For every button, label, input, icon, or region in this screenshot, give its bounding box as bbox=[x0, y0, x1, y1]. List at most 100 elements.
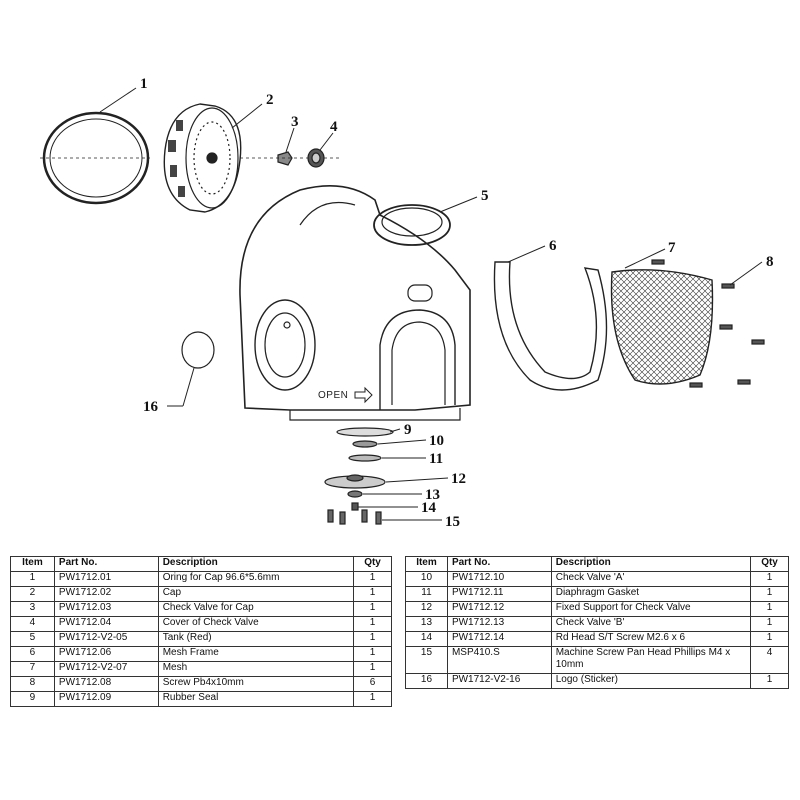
cell-description: Mesh bbox=[157, 661, 355, 677]
cell-part-no: PW1712.13 bbox=[446, 616, 552, 632]
cell-item: 15 bbox=[405, 646, 448, 674]
callout-8: 8 bbox=[766, 254, 774, 270]
cell-description: Diaphragm Gasket bbox=[550, 586, 752, 602]
cell-qty: 6 bbox=[353, 676, 392, 692]
cell-item: 4 bbox=[10, 616, 55, 632]
header-item: Item bbox=[10, 556, 55, 572]
table-header-row: Item Part No. Description Qty bbox=[10, 556, 392, 572]
callout-7: 7 bbox=[668, 240, 676, 256]
cell-part-no: PW1712-V2-16 bbox=[446, 673, 552, 689]
cell-qty: 4 bbox=[750, 646, 789, 674]
callout-9: 9 bbox=[404, 422, 412, 438]
cell-qty: 1 bbox=[750, 586, 789, 602]
callout-15: 15 bbox=[445, 514, 460, 530]
diaphragm-gasket-part bbox=[348, 454, 382, 462]
cell-description: Rd Head S/T Screw M2.6 x 6 bbox=[550, 631, 752, 647]
cell-item: 16 bbox=[405, 673, 448, 689]
callout-11: 11 bbox=[429, 451, 443, 467]
table-header-row: Item Part No. Description Qty bbox=[405, 556, 789, 572]
cell-description: Oring for Cap 96.6*5.6mm bbox=[157, 571, 355, 587]
cell-item: 5 bbox=[10, 631, 55, 647]
check-valve-a-part bbox=[352, 440, 378, 448]
cell-qty: 1 bbox=[353, 646, 392, 662]
cell-qty: 1 bbox=[750, 616, 789, 632]
cell-description: Screw Pb4x10mm bbox=[157, 676, 355, 692]
cell-qty: 1 bbox=[353, 571, 392, 587]
cell-part-no: PW1712.04 bbox=[53, 616, 159, 632]
header-description: Description bbox=[550, 556, 752, 572]
header-part-no: Part No. bbox=[446, 556, 552, 572]
callout-3: 3 bbox=[291, 114, 299, 130]
cell-qty: 1 bbox=[353, 601, 392, 617]
exploded-parts-diagram: OPEN bbox=[40, 76, 774, 530]
cell-item: 2 bbox=[10, 586, 55, 602]
leader-lines bbox=[99, 87, 763, 521]
check-valve-cover-part bbox=[307, 148, 325, 168]
cell-description: Check Valve 'A' bbox=[550, 571, 752, 587]
cell-part-no: PW1712.11 bbox=[446, 586, 552, 602]
open-label: OPEN bbox=[318, 390, 348, 401]
cell-part-no: PW1712.09 bbox=[53, 691, 159, 707]
parts-table-left: Item Part No. Description Qty 1 PW1712.01… bbox=[10, 556, 392, 707]
cell-description: Tank (Red) bbox=[157, 631, 355, 647]
cell-part-no: PW1712.01 bbox=[53, 571, 159, 587]
header-item: Item bbox=[405, 556, 448, 572]
cell-item: 10 bbox=[405, 571, 448, 587]
cell-description: Cap bbox=[157, 586, 355, 602]
cell-part-no: PW1712-V2-05 bbox=[53, 631, 159, 647]
cell-qty: 1 bbox=[750, 601, 789, 617]
fixed-support-part bbox=[324, 474, 386, 489]
cell-description: Rubber Seal bbox=[157, 691, 355, 707]
cell-part-no: PW1712.12 bbox=[446, 601, 552, 617]
cell-description: Check Valve for Cap bbox=[157, 601, 355, 617]
callout-5: 5 bbox=[481, 188, 489, 204]
callout-2: 2 bbox=[266, 92, 274, 108]
check-valve-cap-part bbox=[240, 151, 340, 166]
cell-item: 6 bbox=[10, 646, 55, 662]
mesh-part bbox=[610, 269, 714, 385]
cell-item: 11 bbox=[405, 586, 448, 602]
callout-1: 1 bbox=[140, 76, 148, 92]
check-valve-b-part bbox=[347, 490, 363, 498]
callout-6: 6 bbox=[549, 238, 557, 254]
cell-qty: 1 bbox=[750, 673, 789, 689]
cell-part-no: PW1712.10 bbox=[446, 571, 552, 587]
tank-part bbox=[239, 185, 471, 421]
cell-description: Logo (Sticker) bbox=[550, 673, 752, 689]
callout-16: 16 bbox=[143, 399, 159, 415]
cell-qty: 1 bbox=[353, 691, 392, 707]
cell-item: 8 bbox=[10, 676, 55, 692]
cell-qty: 1 bbox=[353, 661, 392, 677]
cell-part-no: MSP410.S bbox=[446, 646, 552, 674]
cell-description: Machine Screw Pan Head Phillips M4 x 10m… bbox=[550, 646, 752, 674]
cell-part-no: PW1712-V2-07 bbox=[53, 661, 159, 677]
cell-description: Check Valve 'B' bbox=[550, 616, 752, 632]
cell-description: Cover of Check Valve bbox=[157, 616, 355, 632]
oring-part bbox=[40, 111, 150, 205]
cell-qty: 1 bbox=[353, 586, 392, 602]
header-part-no: Part No. bbox=[53, 556, 159, 572]
cell-qty: 1 bbox=[750, 571, 789, 587]
cap-part bbox=[163, 103, 242, 213]
callout-12: 12 bbox=[451, 471, 466, 487]
header-description: Description bbox=[157, 556, 355, 572]
screws-pb4x10 bbox=[651, 259, 765, 388]
cell-description: Fixed Support for Check Valve bbox=[550, 601, 752, 617]
cell-part-no: PW1712.08 bbox=[53, 676, 159, 692]
logo-sticker-part bbox=[181, 331, 215, 369]
cell-qty: 1 bbox=[750, 631, 789, 647]
cell-part-no: PW1712.03 bbox=[53, 601, 159, 617]
machine-screws-m4 bbox=[327, 509, 382, 525]
